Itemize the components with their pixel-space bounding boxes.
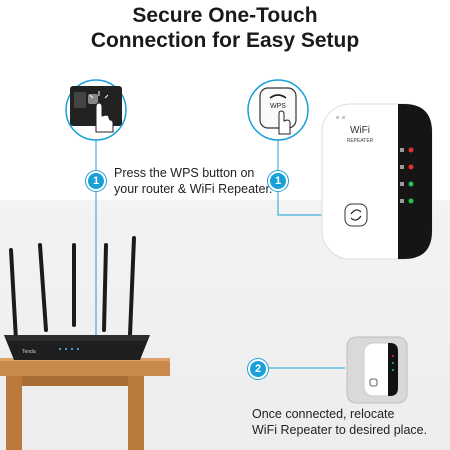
wifi-led	[408, 181, 414, 187]
step-2-badge: 2	[248, 359, 268, 379]
headline-line-1: Secure One-Touch	[132, 4, 318, 27]
repeater-brand-line1: WiFi	[350, 125, 370, 136]
router-zoom-circle	[65, 79, 127, 141]
repeater-in-socket	[346, 336, 408, 404]
power-led	[408, 147, 414, 153]
step-1-badge-repeater: 1	[268, 171, 288, 191]
wooden-table	[0, 358, 170, 450]
status-led	[408, 164, 414, 170]
wps-zoom-label: WPS	[270, 103, 286, 110]
step-1-text: Press the WPS button on your router & Wi…	[114, 165, 284, 197]
step-1-text-line2: your router & WiFi Repeater.	[114, 182, 273, 196]
step-1-text-line1: Press the WPS button on	[114, 166, 255, 180]
step-2-text: Once connected, relocate WiFi Repeater t…	[252, 406, 442, 438]
repeater-brand-line2: REPEATER	[347, 138, 374, 144]
headline-line-2: Connection for Easy Setup	[90, 29, 360, 52]
step-2-text-line2: WiFi Repeater to desired place.	[252, 423, 428, 437]
step-1-badge: 1	[86, 171, 106, 191]
repeater-connector-line	[277, 138, 340, 216]
lan-led	[408, 198, 414, 204]
wps-zoom-circle: WPS	[247, 79, 309, 141]
hand-pointer-icon	[95, 102, 114, 133]
repeater-device: WiFi REPEATER	[321, 103, 433, 260]
router-brand: Tenda	[22, 349, 36, 355]
wps-icon	[344, 203, 368, 227]
router-device: Tenda	[4, 236, 150, 360]
step-2-text-line1: Once connected, relocate	[252, 407, 395, 421]
